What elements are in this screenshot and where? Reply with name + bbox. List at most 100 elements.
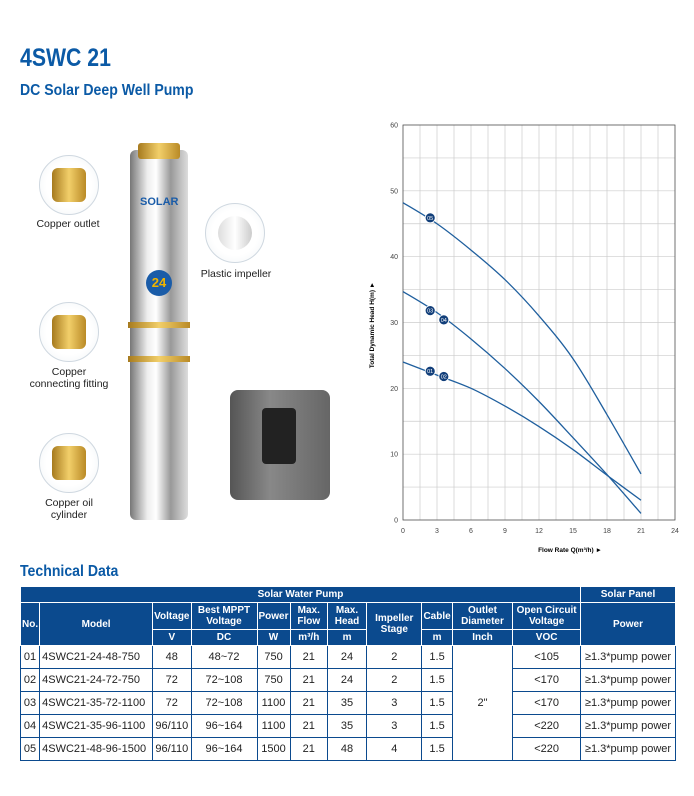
pump-ring (128, 356, 190, 362)
table-cell: <220 (512, 737, 581, 761)
controller-image (230, 390, 330, 500)
table-cell: 1.5 (421, 645, 453, 669)
table-cell: 72 (152, 691, 192, 715)
y-tick-label: 40 (390, 254, 398, 261)
table-cell: 1100 (256, 714, 291, 738)
curve-marker: 04 (438, 314, 450, 326)
table-cell: 72~108 (190, 691, 258, 715)
col-header: Voltage (152, 602, 192, 630)
y-tick-label: 0 (394, 518, 398, 525)
table-cell: 72~108 (190, 668, 258, 692)
unit-header: m (421, 629, 453, 646)
unit-header: W (256, 629, 291, 646)
col-header: Model (39, 602, 154, 646)
marker-label: 04 (441, 318, 447, 324)
table-cell: 4SWC21-35-72-1100 (39, 691, 154, 715)
table-cell: ≥1.3*pump power (580, 691, 676, 715)
x-tick-label: 21 (637, 528, 645, 535)
table-cell: 35 (326, 714, 368, 738)
curve-marker: 01 (424, 365, 436, 377)
copper-outlet-image (39, 155, 99, 215)
table-cell: ≥1.3*pump power (580, 714, 676, 738)
y-tick-label: 10 (390, 452, 398, 459)
outlet-cell: 2" (451, 645, 514, 761)
table-cell: 01 (19, 645, 41, 669)
unit-header: DC (190, 629, 258, 646)
table-cell: <220 (512, 714, 581, 738)
table-cell: 4SWC21-24-48-750 (39, 645, 154, 669)
table-cell: 1.5 (421, 691, 453, 715)
table-cell: 4SWC21-35-96-1100 (39, 714, 154, 738)
x-tick-label: 24 (671, 528, 679, 535)
unit-header: m³/h (289, 629, 328, 646)
x-tick-label: 3 (435, 528, 439, 535)
y-tick-label: 20 (390, 386, 398, 393)
col-header: Max. Head (326, 602, 368, 630)
feature-label: Plastic impeller (200, 268, 272, 280)
page-title: 4SWC 21 (20, 44, 111, 72)
curve-marker: 03 (424, 305, 436, 317)
y-axis-label: Total Dynamic Head H(m) ► (369, 282, 376, 369)
x-tick-label: 9 (503, 528, 507, 535)
curve-05 (402, 202, 642, 475)
table-cell: ≥1.3*pump power (580, 668, 676, 692)
table-cell: 1.5 (421, 714, 453, 738)
col-header: Open Circuit Voltage (512, 602, 581, 630)
table-cell: 48 (152, 645, 192, 669)
unit-header: Inch (451, 629, 514, 646)
table-cell: 21 (289, 691, 328, 715)
table-cell: 21 (289, 645, 328, 669)
plot-frame (402, 124, 676, 521)
col-header: Power (580, 602, 676, 646)
curve-marker: 02 (438, 371, 450, 382)
x-tick-label: 0 (401, 528, 405, 535)
unit-header: m (326, 629, 368, 646)
table-cell: 21 (289, 737, 328, 761)
table-cell: 02 (19, 668, 41, 692)
table-cell: 2 (366, 668, 423, 692)
warranty-badge: 24 (146, 270, 172, 296)
technical-data-title: Technical Data (20, 563, 119, 580)
feature-label: Copper outlet (36, 218, 100, 230)
table-cell: <170 (512, 691, 581, 715)
table-cell: 24 (326, 645, 368, 669)
marker-label: 02 (441, 374, 447, 380)
table-cell: 48~72 (190, 645, 258, 669)
col-header: Cable (421, 602, 453, 630)
table-cell: 96~164 (190, 737, 258, 761)
y-tick-label: 50 (390, 188, 398, 195)
copper-fitting-image (39, 302, 99, 362)
marker-label: 01 (427, 369, 433, 375)
plastic-impeller-image (205, 203, 265, 263)
table-cell: 750 (256, 668, 291, 692)
feature-label: Copper connecting fitting (29, 366, 109, 390)
pump-outlet (138, 143, 180, 159)
table-cell: 96/110 (152, 714, 192, 738)
table-cell: 4SWC21-48-96-1500 (39, 737, 154, 761)
group-header: Solar Water Pump (20, 586, 581, 603)
table-cell: 3 (366, 691, 423, 715)
table-cell: 04 (19, 714, 41, 738)
table-cell: 1100 (256, 691, 291, 715)
col-header: Best MPPT Voltage (190, 602, 258, 630)
curve-03/04 (402, 291, 642, 514)
y-tick-label: 60 (390, 123, 398, 130)
table-cell: 96~164 (190, 714, 258, 738)
feature-label: Copper oil cylinder (45, 497, 93, 521)
marker-label: 03 (427, 309, 433, 315)
table-cell: ≥1.3*pump power (580, 737, 676, 761)
col-header: Outlet Diameter (451, 602, 514, 630)
table-cell: 24 (326, 668, 368, 692)
marker-label: 05 (427, 216, 433, 222)
page-subtitle: DC Solar Deep Well Pump (20, 82, 194, 99)
x-tick-label: 6 (469, 528, 473, 535)
x-tick-label: 18 (603, 528, 611, 535)
table-cell: <170 (512, 668, 581, 692)
table-cell: 3 (366, 714, 423, 738)
table-cell: 72 (152, 668, 192, 692)
